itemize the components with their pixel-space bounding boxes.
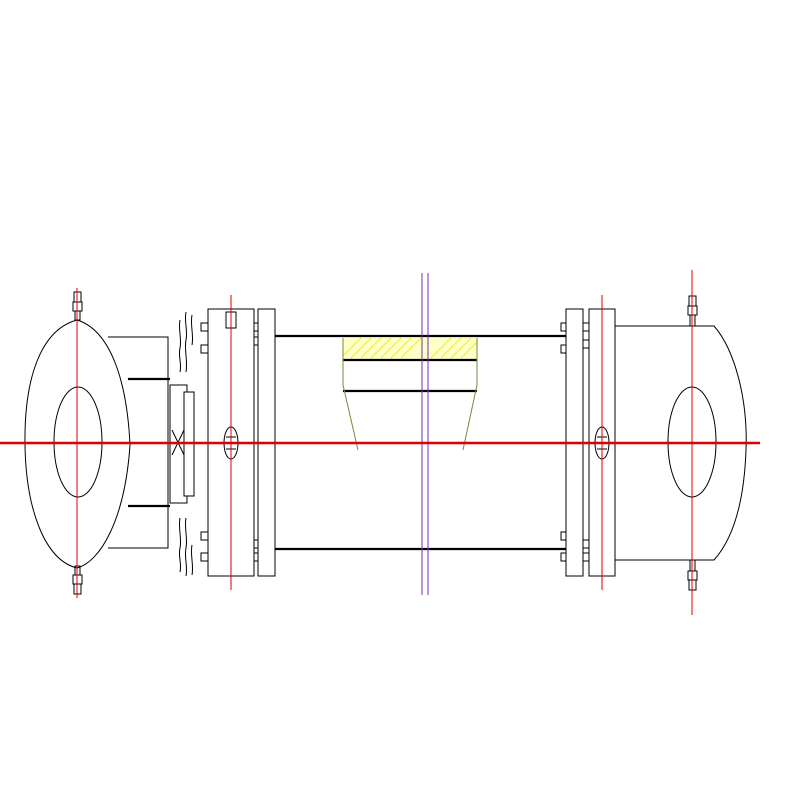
left-bolt-nut-1 [253,322,259,332]
right-bolt-nut-1 [560,322,567,332]
left-spring-washer-top [178,311,194,373]
left-bolt-head-4 [200,552,209,562]
right-eye-outline [615,325,747,561]
piston-taper-right [462,338,478,451]
right-bolt-head-1 [582,322,590,332]
right-bolt-head-2 [582,339,590,349]
piston-taper-left [342,338,359,451]
right-bolt-nut-4 [560,552,567,562]
left-bolt-nut-2 [253,336,259,346]
right-bolt-head-4 [582,552,590,562]
left-bolt-head-2 [200,344,209,354]
left-bolt-nut-3 [253,539,259,549]
left-bolt-head-1 [200,322,209,332]
centerlines [0,270,760,615]
cylinder-barrel [275,334,566,551]
right-bolt-head-3 [582,539,590,549]
right-bolt-nut-3 [560,531,567,541]
left-spring-washer-bottom [178,517,194,577]
left-bolt-nut-4 [253,552,259,562]
left-bolt-head-3 [200,531,209,541]
piston-hatching [342,337,478,359]
right-bolt-nut-2 [560,344,567,354]
